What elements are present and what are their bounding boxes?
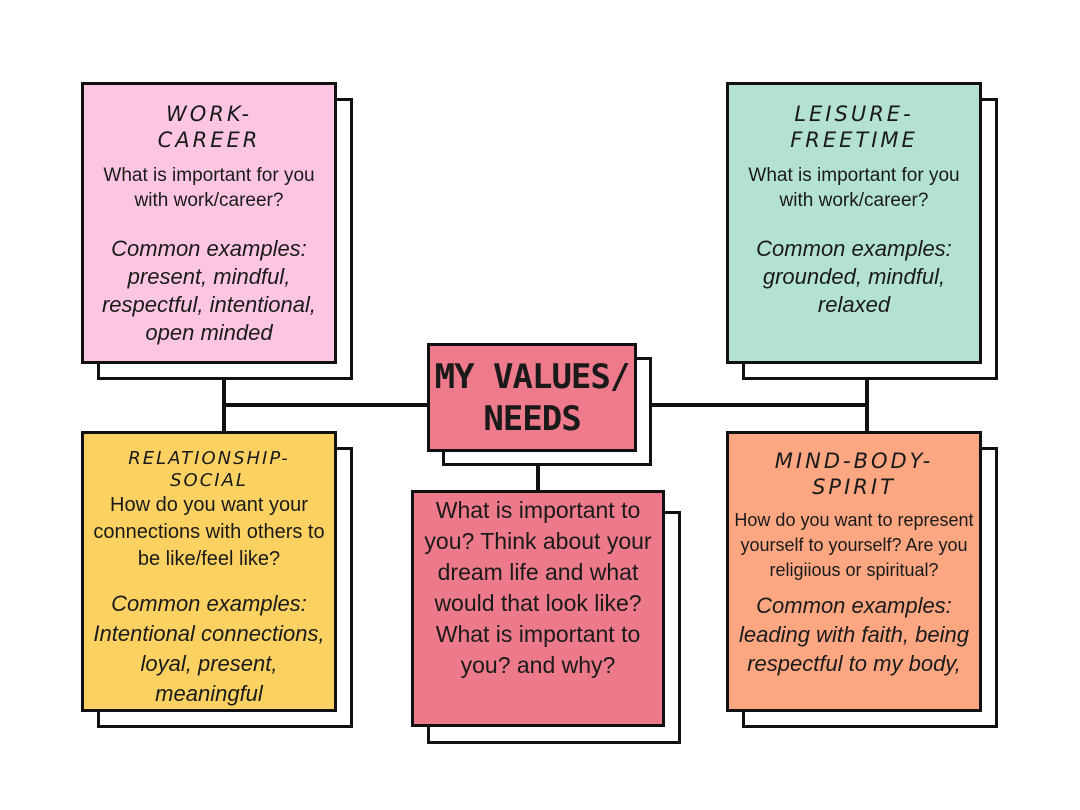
work-career-question: What is important for you with work/care… bbox=[103, 165, 315, 211]
relationship-social-question: How do you want your connections with ot… bbox=[93, 494, 325, 570]
mind-body-spirit-question: How do you want to represent yourself to… bbox=[734, 510, 974, 580]
leisure-freetime-title: LEISURE- FREETIME bbox=[790, 102, 918, 152]
work-career-title: WORK- CAREER bbox=[157, 102, 261, 152]
center-title: MY VALUES/ NEEDS bbox=[434, 357, 631, 439]
mind-body-spirit-card: MIND-BODY- SPIRIT How do you want to rep… bbox=[726, 431, 982, 712]
leisure-freetime-card: LEISURE- FREETIME What is important for … bbox=[726, 82, 982, 364]
work-career-card: WORK- CAREER What is important for you w… bbox=[81, 82, 337, 364]
leisure-freetime-question: What is important for you with work/care… bbox=[748, 165, 960, 211]
mind-body-spirit-examples: Common examples: leading with faith, bei… bbox=[739, 593, 969, 676]
relationship-social-examples: Common examples: Intentional connections… bbox=[93, 591, 325, 706]
center-title-card: MY VALUES/ NEEDS bbox=[427, 343, 637, 452]
center-text-card: What is important to you? Think about yo… bbox=[411, 490, 665, 727]
relationship-social-title: RELATIONSHIP- SOCIAL bbox=[128, 448, 290, 491]
leisure-freetime-examples: Common examples: grounded, mindful, rela… bbox=[756, 236, 952, 317]
work-career-examples: Common examples: present, mindful, respe… bbox=[101, 236, 317, 345]
mind-body-spirit-title: MIND-BODY- SPIRIT bbox=[774, 449, 934, 499]
relationship-social-card: RELATIONSHIP- SOCIAL How do you want you… bbox=[81, 431, 337, 712]
center-text: What is important to you? Think about yo… bbox=[424, 497, 652, 678]
